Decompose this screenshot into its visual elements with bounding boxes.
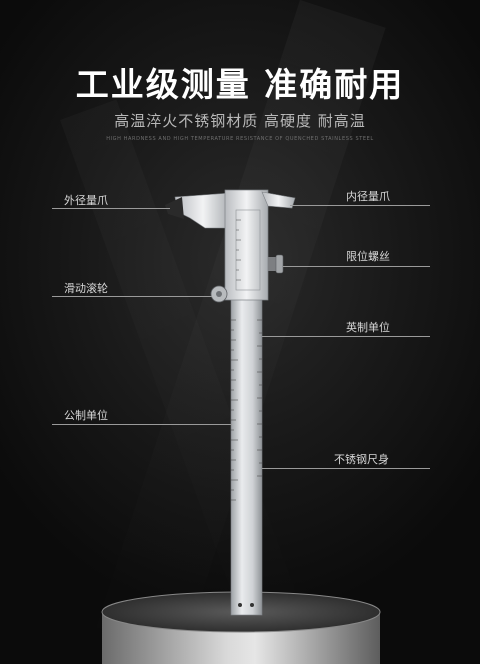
beam-scale-ticks: [231, 319, 262, 501]
imperial-unit-line: [262, 336, 430, 337]
vernier-slider: [224, 189, 296, 301]
label-metric-unit: 公制单位: [64, 409, 108, 422]
steel-body-line: [262, 468, 430, 469]
slide-wheel: [210, 285, 228, 303]
label-limit-screw: 限位螺丝: [346, 250, 390, 263]
label-inner-jaw: 内径量爪: [346, 190, 390, 203]
inner-jaw-line: [290, 205, 430, 206]
label-outer-jaw: 外径量爪: [64, 194, 108, 207]
pedestal: [101, 591, 381, 664]
label-slide-wheel: 滑动滚轮: [64, 282, 108, 295]
slide-wheel-line: [52, 296, 212, 297]
outer-jaw-line: [52, 208, 170, 209]
fixed-jaw: [165, 192, 232, 229]
metric-unit-line: [52, 424, 232, 425]
limit-screw-line: [283, 266, 430, 267]
page-title: 工业级测量 准确耐用: [75, 65, 405, 104]
limit-screw: [268, 254, 284, 274]
label-steel-body: 不锈钢尺身: [334, 453, 389, 466]
page-subtitle: 高温淬火不锈钢材质 高硬度 耐高温: [114, 112, 366, 130]
label-imperial-unit: 英制单位: [346, 321, 390, 334]
english-tagline: HIGH HARDNESS AND HIGH TEMPERATURE RESIS…: [106, 136, 374, 142]
